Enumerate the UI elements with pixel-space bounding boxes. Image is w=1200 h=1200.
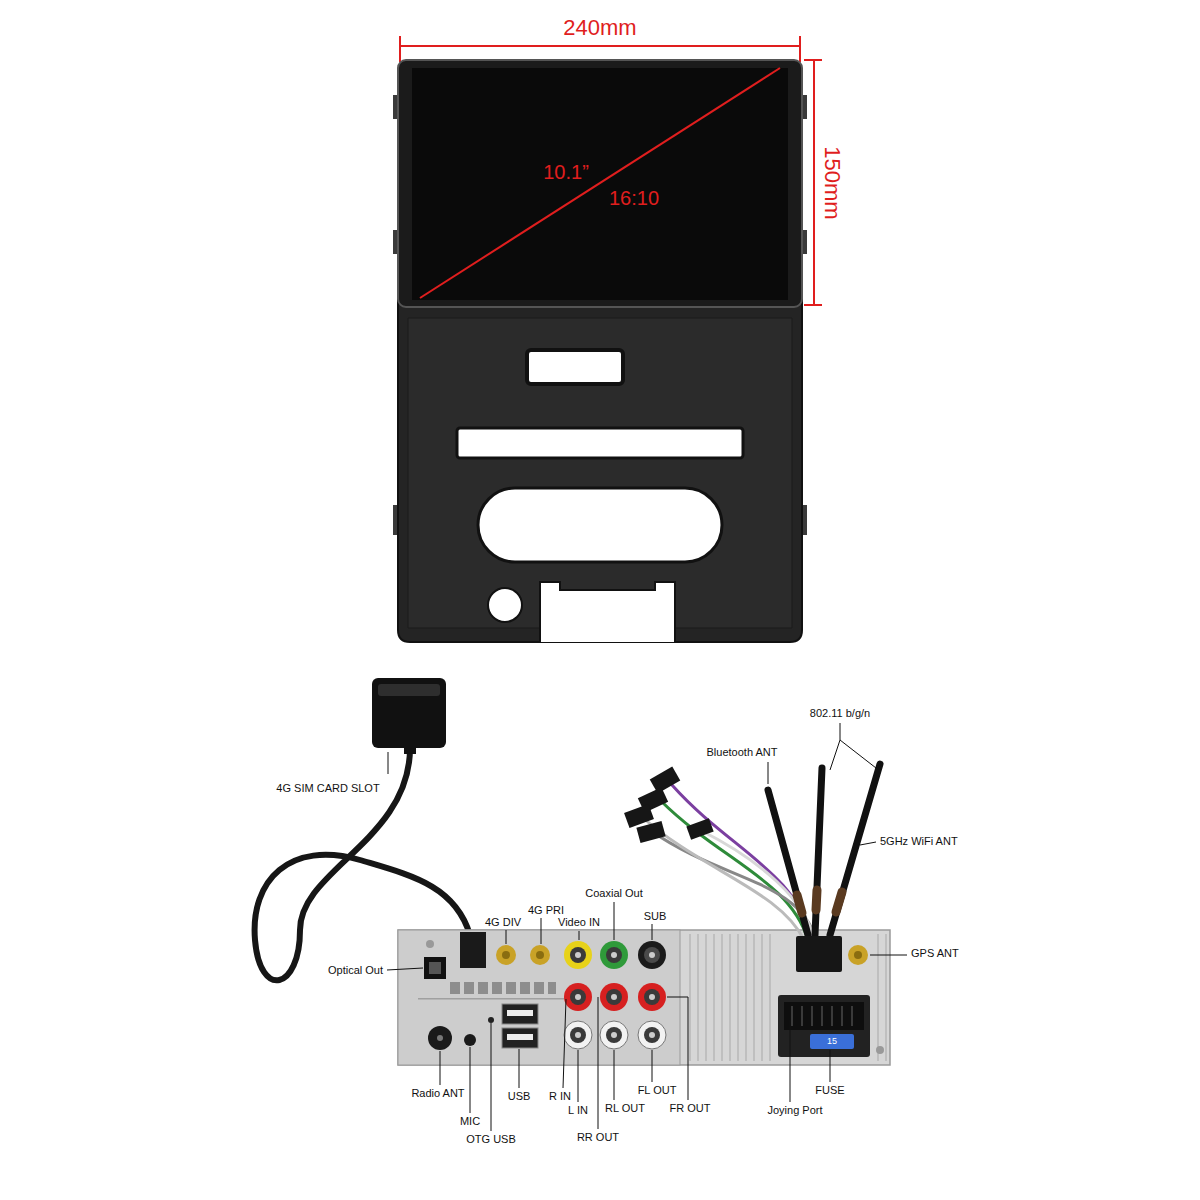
harness-plugs xyxy=(624,767,842,972)
callout-label: RR OUT xyxy=(577,1131,619,1144)
callout-label: RL OUT xyxy=(605,1102,645,1115)
callout-label: GPS ANT xyxy=(911,947,959,960)
callout-label: OTG USB xyxy=(466,1133,516,1146)
callout-label: FR OUT xyxy=(670,1102,711,1115)
head-unit-front xyxy=(393,60,807,642)
dimension-height: 150mm xyxy=(819,146,844,219)
screen-size: 10.1” xyxy=(543,161,589,184)
callout-label: R IN xyxy=(549,1090,571,1103)
wire-harness xyxy=(640,764,880,940)
dimension-width: 240mm xyxy=(563,15,636,40)
callout-label: 5GHz WiFi ANT xyxy=(880,835,958,848)
callout-label: Video IN xyxy=(558,916,600,929)
callout-label: SUB xyxy=(644,910,667,923)
callout-label: USB xyxy=(508,1090,531,1103)
leader-lines xyxy=(387,723,907,1131)
callout-label: FL OUT xyxy=(638,1084,677,1097)
callout-label: Coaxial Out xyxy=(585,887,642,900)
callout-label: 4G DIV xyxy=(485,916,521,929)
diagonal-line xyxy=(420,68,780,298)
dimension-lines xyxy=(400,36,822,305)
aspect-ratio: 16:10 xyxy=(609,187,659,210)
callout-label: 802.11 b/g/n xyxy=(810,707,870,720)
callout-label: Bluetooth ANT xyxy=(707,746,778,759)
callout-label: 4G SIM CARD SLOT xyxy=(276,782,379,795)
callout-label: 4G PRI xyxy=(528,904,564,917)
callout-label: MIC xyxy=(460,1115,480,1128)
callout-label: L IN xyxy=(568,1104,588,1117)
callout-label: Joying Port xyxy=(767,1104,822,1117)
callout-label: Optical Out xyxy=(328,964,383,977)
callout-label: 15 xyxy=(827,1036,837,1046)
callout-label: Radio ANT xyxy=(411,1087,464,1100)
chassis xyxy=(398,930,890,1065)
callout-label: FUSE xyxy=(815,1084,844,1097)
